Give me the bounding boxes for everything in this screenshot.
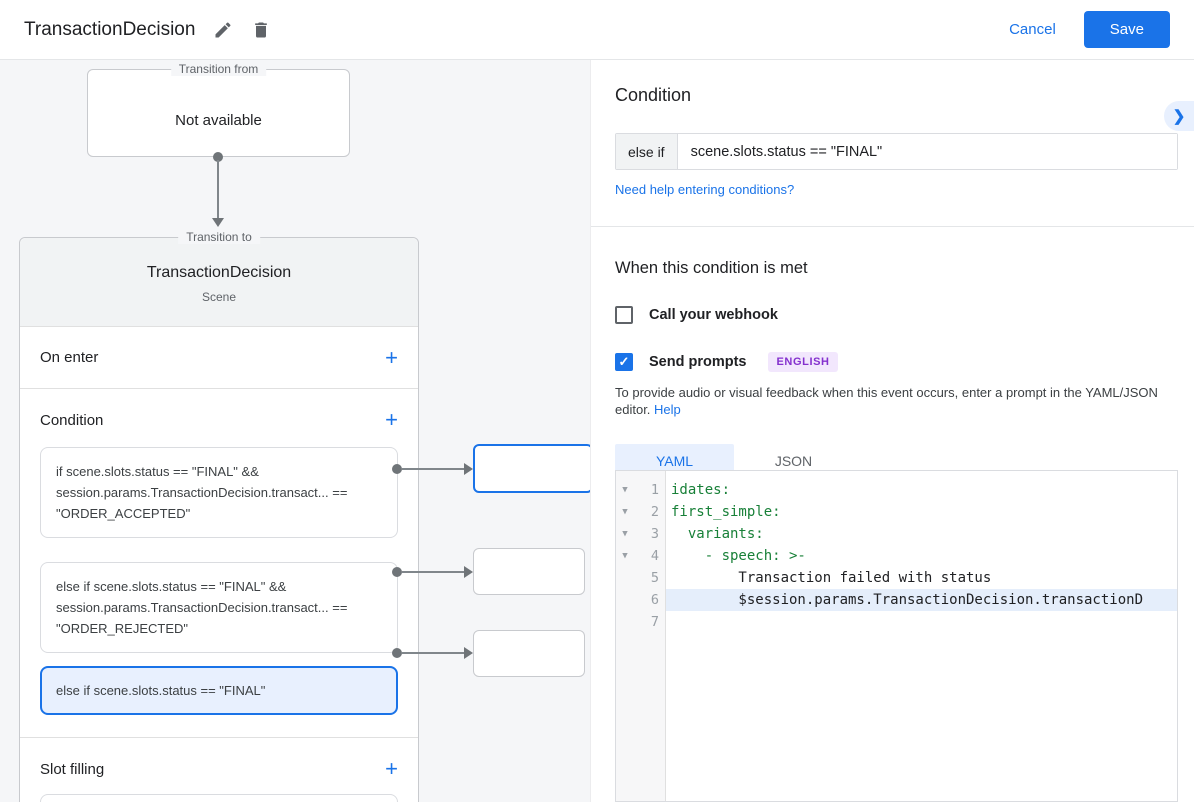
code-line-highlighted: $session.params.TransactionDecision.tran… <box>666 589 1177 611</box>
connector-dot <box>392 648 402 658</box>
panel-title: Condition <box>615 85 692 105</box>
send-prompts-label: Send prompts <box>649 354 747 370</box>
transition-target-node-3[interactable] <box>473 630 585 677</box>
arrowhead-icon <box>464 463 473 475</box>
transition-to-legend: Transition to <box>178 230 260 244</box>
prompt-description: To provide audio or visual feedback when… <box>615 385 1158 417</box>
code-line: variants: <box>671 526 764 542</box>
code-line: idates: <box>671 482 731 498</box>
call-webhook-label: Call your webhook <box>649 307 778 323</box>
prompt-help-link[interactable]: Help <box>654 402 681 417</box>
flow-canvas: Transition from Not available Transition… <box>0 60 590 802</box>
slot-filling-label: Slot filling <box>40 760 105 778</box>
collapse-panel-icon[interactable]: ❯ <box>1164 101 1194 131</box>
slot-validation-item[interactable]: Slot validation <box>40 794 398 802</box>
code-line: first_simple: <box>671 504 781 520</box>
transition-from-legend: Transition from <box>170 62 267 76</box>
connector-line <box>402 468 464 470</box>
condition-prefix-label: else if <box>616 134 678 169</box>
connector-line <box>402 652 464 654</box>
editor-code-area: idates: first_simple: variants: - speech… <box>666 471 1177 801</box>
call-webhook-checkbox[interactable] <box>615 306 633 324</box>
arrowhead-icon <box>212 218 224 227</box>
cancel-button[interactable]: Cancel <box>1009 21 1056 38</box>
editor-gutter: ▼1 ▼2 ▼3 ▼4 5 6 7 <box>616 471 666 801</box>
save-button[interactable]: Save <box>1083 11 1170 48</box>
language-badge: ENGLISH <box>768 352 838 372</box>
connector-line <box>217 160 219 218</box>
when-condition-heading: When this condition is met <box>615 259 808 277</box>
condition-expression-input[interactable] <box>677 134 1177 169</box>
edit-icon[interactable] <box>213 20 233 40</box>
fold-arrow-icon[interactable]: ▼ <box>622 485 628 495</box>
top-bar: TransactionDecision Cancel Save <box>0 0 1194 60</box>
conditions-help-link[interactable]: Need help entering conditions? <box>615 182 795 197</box>
add-condition-icon[interactable]: + <box>385 407 398 432</box>
scene-card-header: TransactionDecision Scene <box>20 238 418 327</box>
scene-type-label: Scene <box>201 290 237 304</box>
connector-dot <box>392 567 402 577</box>
condition-item-rejected[interactable]: else if scene.slots.status == "FINAL" &&… <box>40 562 398 653</box>
transition-from-value: Not available <box>175 112 262 129</box>
condition-item-final-selected[interactable]: else if scene.slots.status == "FINAL" <box>40 666 398 715</box>
condition-item-accepted[interactable]: if scene.slots.status == "FINAL" && sess… <box>40 447 398 538</box>
send-prompts-row: ✓ Send prompts ENGLISH <box>615 352 1170 372</box>
arrowhead-icon <box>464 647 473 659</box>
send-prompts-checkbox[interactable]: ✓ <box>615 353 633 371</box>
yaml-code-editor[interactable]: ▼1 ▼2 ▼3 ▼4 5 6 7 idates: first_simple: … <box>615 470 1178 802</box>
condition-section: Condition + if scene.slots.status == "FI… <box>20 389 418 738</box>
slot-filling-section: Slot filling + Slot validation <box>20 738 418 802</box>
transition-target-node-1[interactable] <box>473 444 590 493</box>
transition-to-node: Transition to TransactionDecision Scene … <box>19 230 419 802</box>
code-line: - speech: >- <box>671 548 806 564</box>
connector-dot <box>213 152 223 162</box>
condition-section-label: Condition <box>40 411 104 429</box>
connector-line <box>402 571 464 573</box>
on-enter-label: On enter <box>40 349 99 366</box>
code-line <box>666 611 1177 633</box>
scene-name: TransactionDecision <box>146 264 292 281</box>
transition-target-node-2[interactable] <box>473 548 585 595</box>
add-slot-icon[interactable]: + <box>385 756 398 781</box>
code-line: Transaction failed with status <box>671 570 992 586</box>
condition-detail-panel: ❯ Condition else if Need help entering c… <box>590 60 1194 802</box>
webhook-row: Call your webhook <box>615 306 1170 324</box>
fold-arrow-icon[interactable]: ▼ <box>622 551 628 561</box>
page-title: TransactionDecision <box>24 18 196 40</box>
arrowhead-icon <box>464 566 473 578</box>
connector-dot <box>392 464 402 474</box>
add-on-enter-icon[interactable]: + <box>385 344 398 370</box>
tab-json[interactable]: JSON <box>774 453 813 469</box>
divider <box>591 226 1194 227</box>
fold-arrow-icon[interactable]: ▼ <box>622 507 628 517</box>
condition-input-row: else if <box>615 133 1178 170</box>
on-enter-row: On enter + <box>20 327 418 389</box>
fold-arrow-icon[interactable]: ▼ <box>622 529 628 539</box>
transition-from-node: Transition from Not available <box>87 62 350 157</box>
delete-icon[interactable] <box>251 20 271 40</box>
